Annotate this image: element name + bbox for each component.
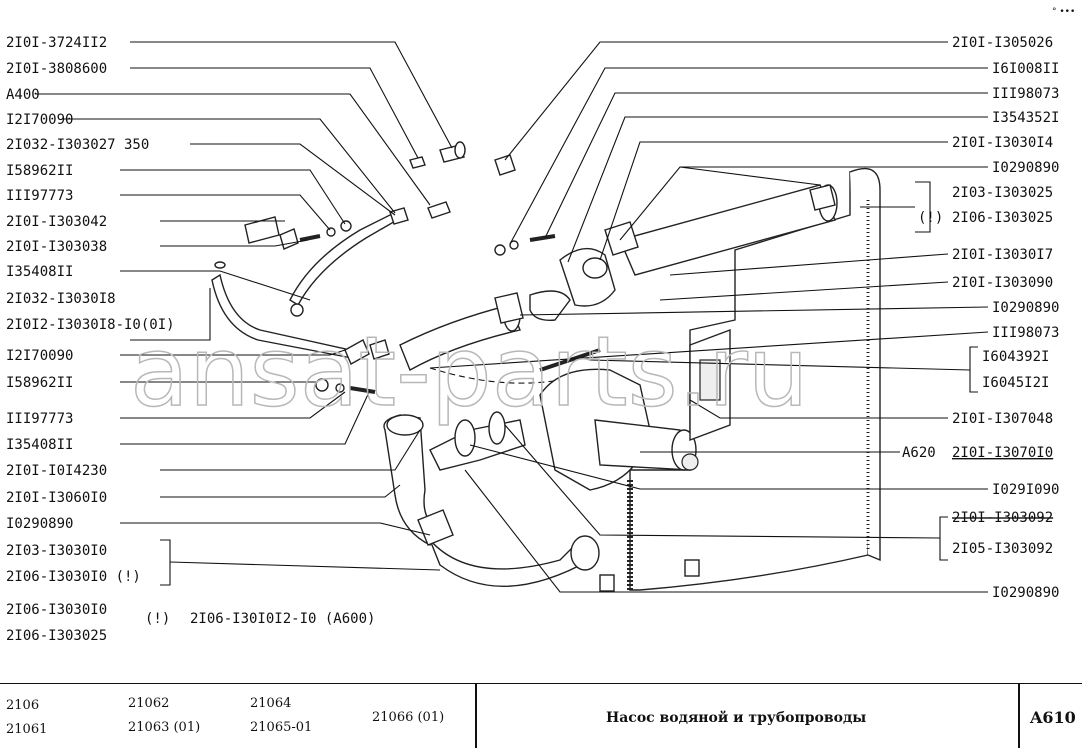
inlet-pipe xyxy=(383,411,526,546)
part-label: 2I06-I303025 xyxy=(952,210,1053,226)
parts-diagram: ansat-parts.ru ° ••• 2I0I-3724II2 2I0I-3… xyxy=(6,7,1075,644)
model-code: 21064 xyxy=(250,696,292,711)
part-label: III98073 xyxy=(992,325,1059,341)
part-label: 2I0I-I305026 xyxy=(952,35,1053,51)
part-label: 2I0I-3724II2 xyxy=(6,35,107,51)
part-label: 2I0I-I3060I0 xyxy=(6,490,107,506)
part-label: I0290890 xyxy=(992,160,1059,176)
part-label: I58962II xyxy=(6,375,73,391)
part-label: 2I0I2-I3030I8-I0(0I) xyxy=(6,317,175,333)
part-label: 2I0I-I3030I7 xyxy=(952,247,1053,263)
part-label: I354352I xyxy=(992,110,1059,126)
part-label: 2I05-I303092 xyxy=(952,541,1053,557)
part-label: I58962II xyxy=(6,163,73,179)
radiator xyxy=(599,167,881,592)
model-code: 21065-01 xyxy=(250,720,313,735)
part-label: I35408II xyxy=(6,437,73,453)
part-label: 2I03-I303025 xyxy=(952,185,1053,201)
lower-radiator-hose xyxy=(417,509,600,588)
part-label: 2I0I-I0I4230 xyxy=(6,463,107,479)
sheet-title: Насос водяной и трубопроводы xyxy=(606,710,867,726)
part-label: 2I0I-I3070I0 xyxy=(952,445,1053,461)
title-block: 2106 21061 21062 21063 (01) 21064 21065-… xyxy=(0,683,1082,748)
part-label: I604392I xyxy=(982,349,1049,365)
upper-radiator-hose xyxy=(604,184,838,276)
part-label: 2I06-I30I0I2-I0 (A600) xyxy=(190,611,375,627)
part-label: 2I06-I3030I0 xyxy=(6,602,107,618)
part-label: (!) xyxy=(918,210,943,226)
part-label: I029I090 xyxy=(992,482,1059,498)
bypass-hose xyxy=(399,292,524,371)
part-label: III98073 xyxy=(992,86,1059,102)
part-label: A620 xyxy=(902,445,936,461)
small-fasteners xyxy=(299,141,556,394)
model-code: 21066 (01) xyxy=(372,710,445,725)
model-code: 21063 (01) xyxy=(128,720,201,735)
divider xyxy=(1018,684,1020,748)
thermostat-housing xyxy=(529,247,616,321)
watermark: ansat-parts.ru xyxy=(130,316,809,428)
part-label: 2I032-I303027 350 xyxy=(6,137,149,153)
part-label: 2I0I-I307048 xyxy=(952,411,1053,427)
part-label: 2I0I-I303090 xyxy=(952,275,1053,291)
part-label: 2I0I-I303042 xyxy=(6,214,107,230)
part-label: 2I03-I3030I0 xyxy=(6,543,107,559)
water-pump xyxy=(539,328,731,491)
divider xyxy=(475,684,477,748)
part-label: I6045I2I xyxy=(982,375,1049,391)
part-label: A400 xyxy=(6,87,40,103)
part-label: 2I0I-3808600 xyxy=(6,61,107,77)
part-label: I2I70090 xyxy=(6,348,73,364)
left-labels: 2I0I-3724II2 2I0I-3808600 A400 I2I70090 … xyxy=(6,35,375,644)
part-label: I6I008II xyxy=(992,61,1059,77)
part-label: I2I70090 xyxy=(6,112,73,128)
part-label: III97773 xyxy=(6,188,73,204)
model-code: 2106 xyxy=(6,698,40,713)
part-label: 2I032-I3030I8 xyxy=(6,291,116,307)
part-label: III97773 xyxy=(6,411,73,427)
part-label: 2I06-I303025 xyxy=(6,628,107,644)
model-code: 21061 xyxy=(6,722,48,737)
part-label: I0290890 xyxy=(6,516,73,532)
part-label: 2I0I-I303038 xyxy=(6,239,107,255)
part-label: 2I0I-I3030I4 xyxy=(952,135,1053,151)
part-label: I0290890 xyxy=(992,300,1059,316)
model-code: 21062 xyxy=(128,696,170,711)
part-label: I0290890 xyxy=(992,585,1059,601)
right-leader-lines xyxy=(429,41,989,593)
part-label: (!) xyxy=(145,611,170,627)
part-label: 2I0I-I303092 xyxy=(952,510,1053,526)
part-label: I35408II xyxy=(6,264,73,280)
sheet-code: A610 xyxy=(1030,708,1076,727)
right-labels: 2I0I-I305026 I6I008II III98073 I354352I … xyxy=(902,35,1059,601)
part-label: 2I06-I3030I0 (!) xyxy=(6,569,141,585)
corner-mark: ° ••• xyxy=(1052,7,1075,17)
left-leader-lines xyxy=(35,41,453,586)
